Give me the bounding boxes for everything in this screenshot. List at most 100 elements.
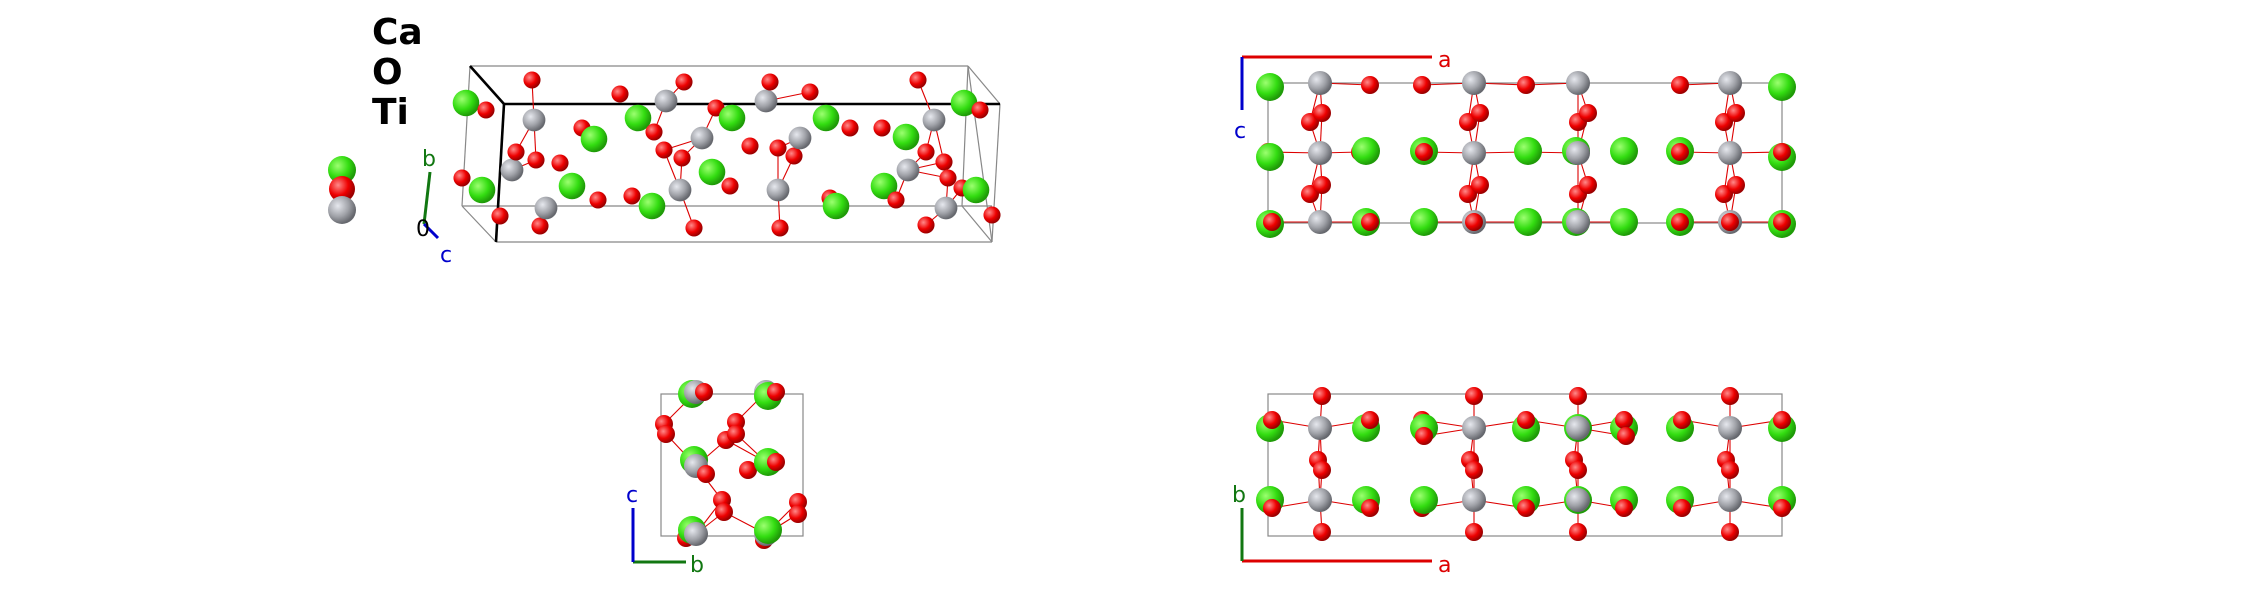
- o-atom: [491, 207, 509, 225]
- o-atom: [1415, 427, 1433, 445]
- ti-atom: [1308, 416, 1332, 440]
- perspective-origin-label: 0: [416, 217, 430, 242]
- o-atom: [1673, 499, 1691, 517]
- o-atom: [1313, 387, 1331, 405]
- o-atom: [1721, 213, 1739, 231]
- o-atom: [761, 73, 779, 91]
- o-atom: [1615, 499, 1633, 517]
- ti-atom: [1308, 141, 1332, 165]
- ca-atom: [1514, 137, 1542, 165]
- ti-atom: [896, 158, 920, 182]
- ab-axis-label-b: b: [1232, 483, 1246, 508]
- o-atom: [507, 143, 525, 161]
- o-atom: [1313, 523, 1331, 541]
- o-atom: [741, 137, 759, 155]
- o-atom: [935, 153, 953, 171]
- ca-atom: [812, 104, 840, 132]
- ca-atom: [624, 104, 652, 132]
- ac-atoms: [1256, 71, 1796, 238]
- o-atom: [1415, 143, 1433, 161]
- o-atom: [527, 151, 545, 169]
- ti-atom: [500, 158, 524, 182]
- o-atom: [1721, 461, 1739, 479]
- o-atom: [1465, 461, 1483, 479]
- ac-axis-label-c: c: [1234, 119, 1246, 144]
- o-atom: [1465, 213, 1483, 231]
- ti-atom: [1308, 71, 1332, 95]
- o-atom: [1579, 104, 1597, 122]
- ti-atom: [1462, 488, 1486, 512]
- ca-atom: [1514, 208, 1542, 236]
- o-atom: [789, 505, 807, 523]
- ca-atom: [1410, 486, 1438, 514]
- ca-atom: [580, 125, 608, 153]
- o-atom: [1361, 499, 1379, 517]
- o-atom: [685, 219, 703, 237]
- element-legend: Ca O Ti: [328, 12, 423, 224]
- ca-atom: [638, 192, 666, 220]
- o-atom: [1471, 104, 1489, 122]
- o-atom: [1313, 104, 1331, 122]
- bc-atoms: [655, 380, 807, 549]
- o-atom: [453, 169, 471, 187]
- ca-atom: [558, 172, 586, 200]
- o-atom: [983, 206, 1001, 224]
- o-atom: [1773, 411, 1791, 429]
- ca-atom: [892, 123, 920, 151]
- ti-atom: [690, 126, 714, 150]
- o-atom: [673, 149, 691, 167]
- o-atom: [523, 71, 541, 89]
- ca-atom: [1352, 137, 1380, 165]
- o-atom: [1579, 176, 1597, 194]
- perspective-view: b c 0: [416, 65, 1001, 268]
- legend-label-o: O: [372, 52, 403, 93]
- o-atom: [917, 143, 935, 161]
- o-atom: [771, 219, 789, 237]
- ti-atom: [1462, 71, 1486, 95]
- perspective-atoms: [452, 71, 1001, 237]
- o-atom: [1671, 143, 1689, 161]
- o-atom: [1569, 461, 1587, 479]
- o-atom: [1671, 213, 1689, 231]
- o-atom: [1671, 76, 1689, 94]
- o-atom: [655, 141, 673, 159]
- legend-sphere-ca: [328, 156, 356, 184]
- o-atom: [873, 119, 891, 137]
- ti-atom: [1718, 141, 1742, 165]
- ca-atom: [698, 158, 726, 186]
- ti-atom: [754, 89, 778, 113]
- ca-atom: [754, 516, 782, 544]
- ca-atom: [1256, 73, 1284, 101]
- ac-axis-label-a: a: [1438, 48, 1451, 73]
- o-atom: [1517, 499, 1535, 517]
- o-atom: [623, 187, 641, 205]
- ab-unit-cell: [1267, 393, 1783, 537]
- o-atom: [1361, 76, 1379, 94]
- o-atom: [1313, 176, 1331, 194]
- o-atom: [1313, 461, 1331, 479]
- o-atom: [1263, 499, 1281, 517]
- o-atom: [1413, 76, 1431, 94]
- ti-atom: [1718, 416, 1742, 440]
- ac-projection-view: a c: [1234, 48, 1796, 238]
- ti-atom: [1566, 416, 1590, 440]
- ti-atom: [1462, 416, 1486, 440]
- o-atom: [1617, 427, 1635, 445]
- o-atom: [1517, 411, 1535, 429]
- perspective-axis-triad: b c 0: [416, 147, 452, 268]
- ca-atom: [962, 176, 990, 204]
- ca-atom: [1410, 208, 1438, 236]
- o-atom: [1721, 523, 1739, 541]
- o-atom: [551, 154, 569, 172]
- ti-atom: [934, 196, 958, 220]
- ti-atom: [766, 178, 790, 202]
- o-atom: [1773, 213, 1791, 231]
- o-atom: [1569, 523, 1587, 541]
- ca-atom: [468, 176, 496, 204]
- o-atom: [1773, 499, 1791, 517]
- o-atom: [531, 217, 549, 235]
- ti-atom: [1566, 210, 1590, 234]
- o-atom: [695, 383, 713, 401]
- bc-projection-view: b c: [626, 380, 807, 578]
